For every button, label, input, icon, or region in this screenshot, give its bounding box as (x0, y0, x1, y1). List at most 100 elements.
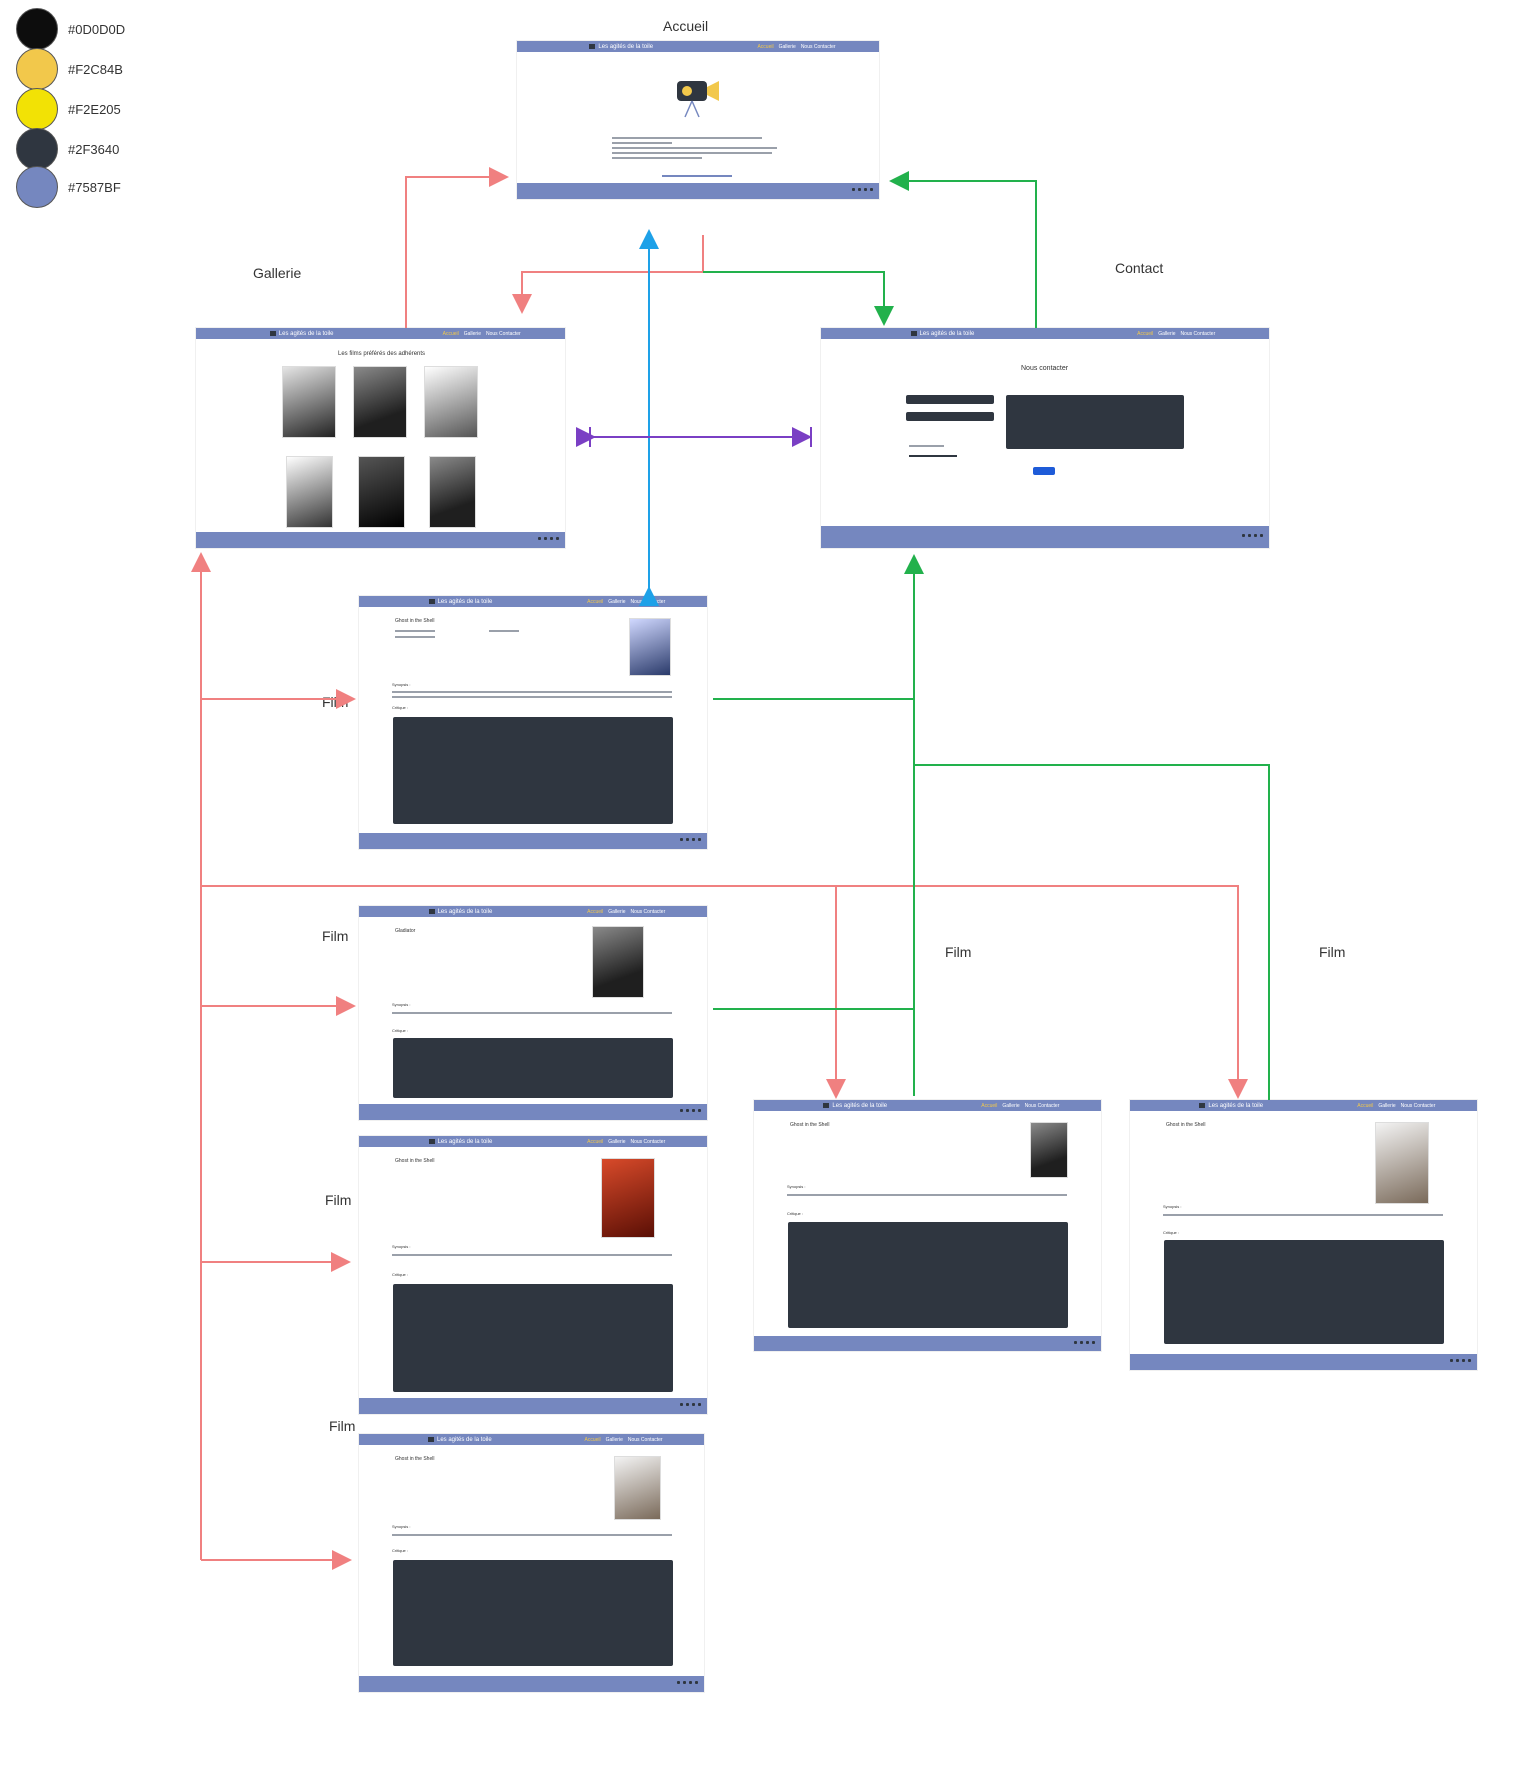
navbar: Les agités de la toile Accueil Gallerie Nou… (359, 1434, 704, 1445)
youtube-icon[interactable] (1092, 1341, 1095, 1344)
poster-film-1[interactable] (282, 366, 336, 438)
poster-film-5[interactable] (358, 456, 405, 528)
nav-gallerie[interactable]: Gallerie (463, 330, 481, 337)
brand: Les agités de la toile (428, 909, 492, 915)
facebook-icon[interactable] (852, 188, 855, 191)
nav-accueil[interactable]: Accueil (757, 43, 774, 50)
instagram-icon[interactable] (1462, 1359, 1465, 1362)
page-film-2: Les agités de la toile Accueil Gallerie Nou… (359, 906, 707, 1120)
nav-gallerie[interactable]: Gallerie (1158, 330, 1176, 337)
twitter-icon[interactable] (686, 1109, 689, 1112)
youtube-icon[interactable] (1260, 534, 1263, 537)
intro-text-line (612, 152, 772, 154)
facebook-icon[interactable] (1450, 1359, 1453, 1362)
critique-label: Critique : (392, 705, 409, 710)
twitter-icon[interactable] (1456, 1359, 1459, 1362)
film-poster (1375, 1122, 1429, 1204)
brand-name: Les agités de la toile (437, 1436, 492, 1443)
youtube-icon[interactable] (698, 1109, 701, 1112)
twitter-icon[interactable] (686, 1403, 689, 1406)
instagram-icon[interactable] (550, 537, 553, 540)
twitter-icon[interactable] (683, 1681, 686, 1684)
brand: Les agités de la toile (910, 331, 974, 337)
youtube-icon[interactable] (870, 188, 873, 191)
arrow-gallerie-to-film-5 (201, 885, 846, 1099)
nav-accueil[interactable]: Accueil (981, 1102, 998, 1109)
youtube-icon[interactable] (1468, 1359, 1471, 1362)
brand-name: Les agités de la toile (437, 598, 493, 605)
youtube-icon[interactable] (695, 1681, 698, 1684)
nav-accueil[interactable]: Accueil (587, 598, 604, 605)
nav-links: Accueil Gallerie Nous Contacter (1357, 1103, 1435, 1109)
nav-gallerie[interactable]: Gallerie (1378, 1102, 1396, 1109)
twitter-icon[interactable] (858, 188, 861, 191)
social-icons (680, 1109, 701, 1112)
poster-film-6[interactable] (429, 456, 476, 528)
nav-gallerie[interactable]: Gallerie (1002, 1102, 1020, 1109)
instagram-icon[interactable] (1086, 1341, 1089, 1344)
film-poster (629, 618, 671, 676)
facebook-icon[interactable] (680, 838, 683, 841)
instagram-icon[interactable] (1254, 534, 1257, 537)
facebook-icon[interactable] (1074, 1341, 1077, 1344)
nav-contact[interactable]: Nous Contacter (630, 908, 666, 915)
facebook-icon[interactable] (538, 537, 541, 540)
youtube-icon[interactable] (698, 1403, 701, 1406)
instagram-icon[interactable] (864, 188, 867, 191)
facebook-icon[interactable] (1242, 534, 1245, 537)
nav-accueil[interactable]: Accueil (587, 1138, 604, 1145)
radio-options[interactable] (909, 455, 957, 457)
nav-accueil[interactable]: Accueil (1137, 330, 1154, 337)
brand: Les agités de la toile (823, 1103, 887, 1109)
critique-label: Critique : (392, 1028, 409, 1033)
nav-accueil[interactable]: Accueil (584, 1436, 601, 1443)
youtube-icon[interactable] (698, 838, 701, 841)
nav-contact[interactable]: Nous Contacter (485, 330, 521, 337)
film-title: Ghost in the Shell (1166, 1122, 1206, 1128)
facebook-icon[interactable] (677, 1681, 680, 1684)
facebook-icon[interactable] (680, 1403, 683, 1406)
nav-gallerie[interactable]: Gallerie (605, 1436, 623, 1443)
poster-film-2[interactable] (353, 366, 407, 438)
nav-accueil[interactable]: Accueil (587, 908, 604, 915)
nav-gallerie[interactable]: Gallerie (608, 598, 626, 605)
twitter-icon[interactable] (1080, 1341, 1083, 1344)
facebook-icon[interactable] (680, 1109, 683, 1112)
nav-gallerie[interactable]: Gallerie (608, 1138, 626, 1145)
film-poster (592, 926, 644, 998)
instagram-icon[interactable] (692, 1109, 695, 1112)
twitter-icon[interactable] (544, 537, 547, 540)
nav-contact[interactable]: Nous Contacter (630, 1138, 666, 1145)
nav-gallerie[interactable]: Gallerie (778, 43, 796, 50)
footer (1130, 1354, 1477, 1370)
youtube-icon[interactable] (556, 537, 559, 540)
submit-button[interactable] (1033, 467, 1055, 475)
twitter-icon[interactable] (1248, 534, 1251, 537)
instagram-icon[interactable] (692, 838, 695, 841)
poster-film-3[interactable] (424, 366, 478, 438)
nav-contact[interactable]: Nous Contacter (627, 1436, 663, 1443)
title-film-4: Film (329, 1418, 356, 1434)
film-title: Gladiator (395, 928, 416, 934)
nav-contact[interactable]: Nous Contacter (1180, 330, 1216, 337)
message-field[interactable] (1006, 395, 1184, 449)
instagram-icon[interactable] (692, 1403, 695, 1406)
nav-accueil[interactable]: Accueil (442, 330, 459, 337)
intro-link[interactable] (662, 175, 732, 177)
name-field[interactable] (906, 395, 994, 404)
email-field[interactable] (906, 412, 994, 421)
synopsis-label: Synopsis : (787, 1184, 806, 1189)
nav-contact[interactable]: Nous Contacter (1400, 1102, 1436, 1109)
film-title: Ghost in the Shell (395, 1158, 435, 1164)
social-icons (538, 537, 559, 540)
nav-contact[interactable]: Nous Contacter (800, 43, 836, 50)
nav-accueil[interactable]: Accueil (1357, 1102, 1374, 1109)
footer (196, 532, 565, 548)
instagram-icon[interactable] (689, 1681, 692, 1684)
twitter-icon[interactable] (686, 838, 689, 841)
synopsis-text (392, 1012, 672, 1014)
nav-contact[interactable]: Nous Contacter (1024, 1102, 1060, 1109)
poster-film-4[interactable] (286, 456, 333, 528)
nav-gallerie[interactable]: Gallerie (608, 908, 626, 915)
